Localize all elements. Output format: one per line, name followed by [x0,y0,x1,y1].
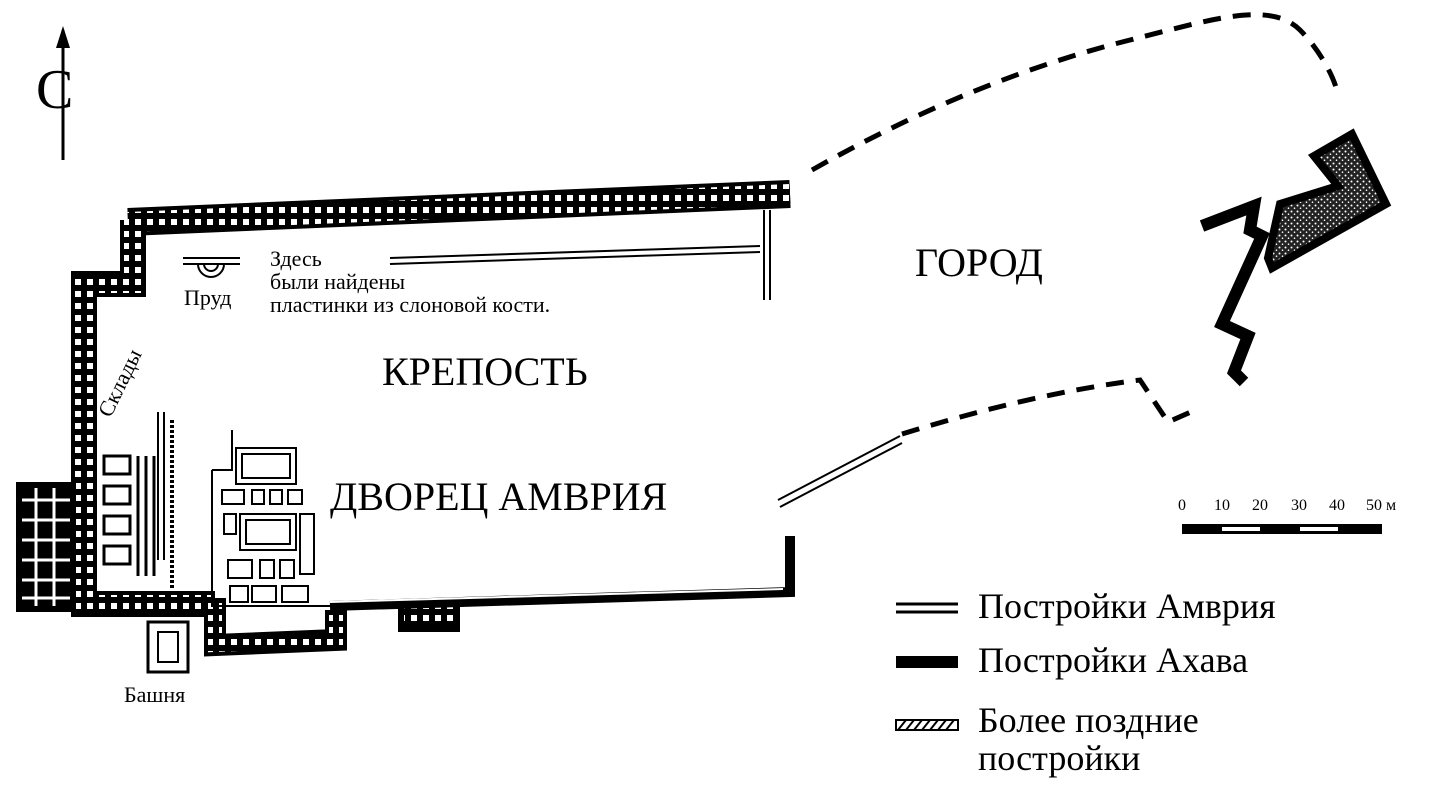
scale-tick-0: 0 [1178,497,1186,514]
label-fortress: КРЕПОСТЬ [382,349,588,394]
tower-plan [146,620,190,674]
label-find-line1: Здесь [270,246,322,271]
city-wall-dashed [810,12,1341,437]
city-bastion [1199,128,1392,387]
legend-label-later-1: Более поздние [978,700,1199,740]
label-find-line3: пластинки из слоновой кости. [270,292,551,317]
scale-tick-40: 40 [1329,497,1345,514]
scale-tick-20: 20 [1252,497,1268,514]
fortress-casemate-wall [71,180,791,657]
label-pond: Пруд [184,285,232,310]
storehouse-rooms [102,420,174,590]
legend-label-ahab: Постройки Ахава [978,640,1249,680]
scale-tick-30: 30 [1291,497,1307,514]
legend-label-later-2: постройки [978,738,1141,778]
western-annex [16,482,76,612]
omri-walls [157,210,903,560]
label-tower: Башня [124,682,186,707]
legend-symbol-later [895,719,959,731]
label-find-line2: были найдены [270,269,406,294]
legend-label-omri: Постройки Амврия [978,586,1276,626]
label-palace: ДВОРЕЦ АМВРИЯ [330,474,668,519]
compass-letter: С [36,59,74,121]
pond-icon [183,257,240,278]
legend-symbol-ahab [896,656,958,668]
label-city: ГОРОД [915,240,1043,285]
scale-bar [1182,524,1382,534]
scale-tick-50: 50 м [1366,497,1397,514]
legend-symbol-omri [896,602,958,614]
palace-plan [211,430,330,607]
north-arrow-icon [56,26,70,160]
scale-tick-10: 10 [1214,497,1230,514]
south-wall [329,536,795,611]
